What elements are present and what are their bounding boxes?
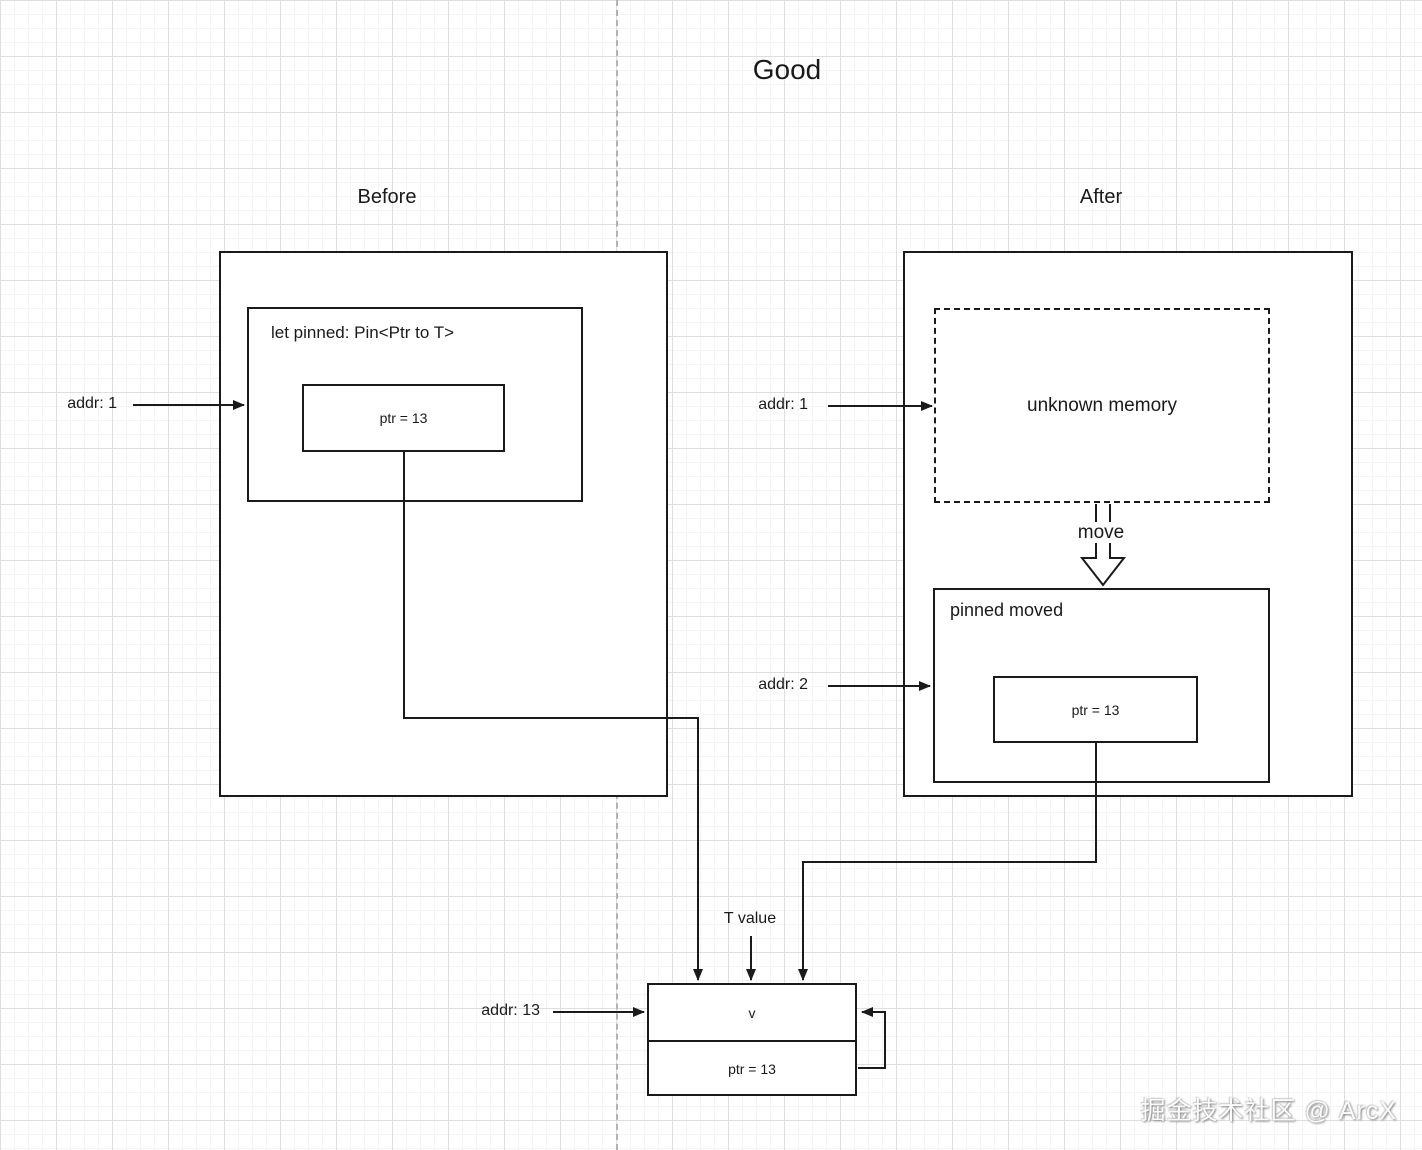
value-box-ptr-cell: ptr = 13 bbox=[649, 1040, 855, 1096]
addr13-label: addr: 13 bbox=[481, 1002, 540, 1019]
unknown-memory-label: unknown memory bbox=[1027, 394, 1177, 416]
after-ptr-box: ptr = 13 bbox=[993, 676, 1198, 743]
diagram-title: Good bbox=[752, 54, 822, 85]
before-ptr-label: ptr = 13 bbox=[379, 410, 428, 426]
move-label: move bbox=[1041, 522, 1161, 544]
watermark-text: 掘金技术社区 @ ArcX bbox=[1140, 1097, 1397, 1125]
unknown-memory-box: unknown memory bbox=[934, 308, 1270, 503]
t-value-label: T value bbox=[723, 910, 777, 927]
move-label-text: move bbox=[1074, 522, 1128, 543]
let-pinned-label: let pinned: Pin<Ptr to T> bbox=[271, 323, 455, 342]
after-section-label: After bbox=[1079, 186, 1123, 208]
after-addr1-label: addr: 1 bbox=[758, 396, 808, 413]
value-box: v ptr = 13 bbox=[647, 983, 857, 1096]
v-label: v bbox=[748, 1004, 756, 1021]
before-section-label: Before bbox=[357, 186, 417, 208]
before-ptr-box: ptr = 13 bbox=[302, 384, 505, 452]
self-reference-loop-arrow bbox=[858, 1007, 886, 1069]
after-addr2-label: addr: 2 bbox=[758, 676, 808, 693]
pinned-moved-label: pinned moved bbox=[950, 600, 1064, 620]
after-ptr-label: ptr = 13 bbox=[1071, 701, 1120, 718]
before-addr-label: addr: 1 bbox=[67, 395, 117, 412]
value-box-v-cell: v bbox=[649, 985, 855, 1040]
value-ptr-label: ptr = 13 bbox=[728, 1061, 776, 1077]
